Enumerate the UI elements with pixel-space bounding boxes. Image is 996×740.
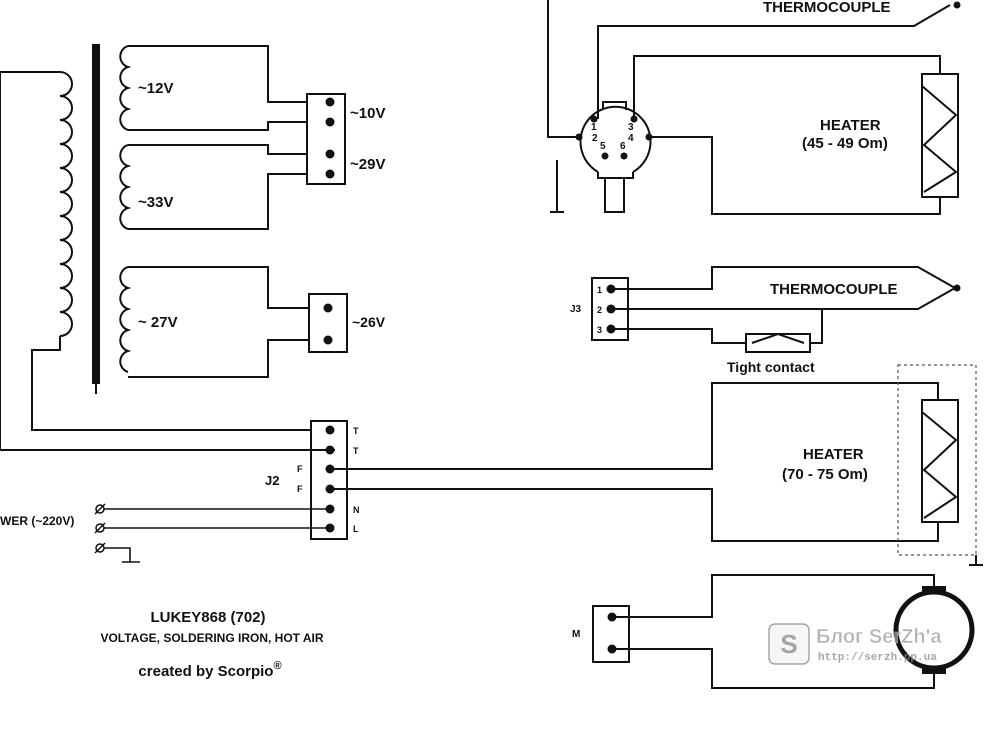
wire-12v-b [128,121,330,131]
j2-pin-t1: T [353,426,359,436]
primary-lead-bottom [31,336,335,431]
wire-12v-a [128,45,330,103]
transformer: ~12V ~33V ~ 27V [0,44,335,431]
din-pin-5: 5 [600,141,606,152]
j2-pin-l: L [353,524,359,534]
connector-26v: ~26V [308,293,386,353]
watermark: S Блог SerZh'a http://serzh.pp.ua [768,623,943,665]
watermark-url: http://serzh.pp.ua [818,652,937,664]
wire-hotair-thermocouple-b [611,287,956,310]
connector-j2: T T N L F F J2 [265,420,360,540]
wire-iron-heater-a [633,55,941,119]
caption: LUKEY868 (702) VOLTAGE, SOLDERING IRON, … [100,609,323,680]
wire-contact-b [810,309,823,344]
j2-pin-t2: T [353,446,359,456]
tight-contact-switch [745,333,811,353]
switch-symbol [751,332,805,344]
wire-27v-b [128,339,330,378]
output-26v-label: ~26V [352,314,386,330]
din-socket: 1 2 3 4 5 6 [575,101,653,179]
din-pin-4: 4 [628,133,634,144]
secondary-winding-33v [119,144,132,230]
wire-contact-a [611,328,746,344]
hotair-heater-element [921,399,959,523]
hotair-thermocouple-label: THERMOCOUPLE [770,281,898,298]
wire-iron-heater-b [649,136,941,215]
wire-33v-a [128,144,330,155]
motor-icon [893,586,975,674]
motor-connector-label: M [572,629,580,640]
wire-heater2-a [330,382,939,470]
din-pin-3: 3 [628,122,634,133]
j3-label: J3 [570,304,582,315]
heater-shield [897,364,977,556]
wire-heater2-b [330,488,939,542]
tight-contact-label: Tight contact [727,359,815,375]
output-10v-label: ~10V [350,105,385,122]
secondary-winding-12v [119,45,132,131]
power-input: WER (~220V) [0,503,330,563]
heater-zigzag [921,85,958,193]
hotair-heater-resistance: (70 - 75 Om) [782,466,868,483]
wire-earth [100,547,131,562]
wire-27v-a [128,266,330,309]
j3-pin-3: 3 [597,325,602,335]
iron-heater-label: HEATER [820,117,881,134]
connector-body [310,420,348,540]
din-pin-1: 1 [591,122,597,133]
winding-27v-label: ~ 27V [138,314,178,331]
soldering-iron: 1 2 3 4 5 6 THERMOCOUPLE HEATER (45 - 49… [547,0,961,215]
hot-air: 1 2 3 J3 THERMOCOUPLE Tight contact HEAT… [570,266,983,689]
iron-heater-element [921,73,959,198]
j3-pin-1: 1 [597,285,602,295]
primary-winding [59,71,73,337]
caption-subtitle: VOLTAGE, SOLDERING IRON, HOT AIR [100,631,323,645]
winding-33v-label: ~33V [138,194,173,211]
iron-heater-resistance: (45 - 49 Om) [802,135,888,152]
hotair-thermocouple-junction [953,284,961,292]
watermark-logo-icon [768,623,810,665]
caption-credit: created by Scorpio® [138,660,281,680]
heater-zigzag [921,411,958,519]
j2-pin-f2: F [297,484,303,494]
wire-motor-a [612,574,935,618]
wire-33v-b [128,173,330,230]
wire-motor-b [612,648,935,689]
j2-label: J2 [265,473,279,488]
j2-pin-n: N [353,505,360,515]
caption-model: LUKEY868 (702) [150,609,265,626]
watermark-title: Блог SerZh'a [816,626,942,648]
output-29v-label: ~29V [350,156,385,173]
iron-thermocouple-label: THERMOCOUPLE [763,0,891,16]
wire-din-56 [604,178,625,213]
din-pin-6: 6 [620,141,626,152]
wire-iron-thermocouple-a [597,4,951,119]
connector-body [306,93,346,185]
terminal-icon [94,503,106,554]
thermocouple-junction [953,1,961,9]
j3-pin-2: 2 [597,305,602,315]
j2-pin-f1: F [297,464,303,474]
connector-10v-29v: ~10V ~29V [306,93,385,185]
wire-din-2 [547,0,579,138]
wire-hotair-thermocouple-a [611,266,956,290]
watermark-logo-letter: S [780,629,797,659]
hotair-heater-label: HEATER [803,446,864,463]
winding-12v-label: ~12V [138,80,173,97]
secondary-winding-27v [119,266,132,373]
power-label: WER (~220V) [0,514,74,528]
din-pin-2: 2 [592,133,598,144]
transformer-core [92,44,100,384]
